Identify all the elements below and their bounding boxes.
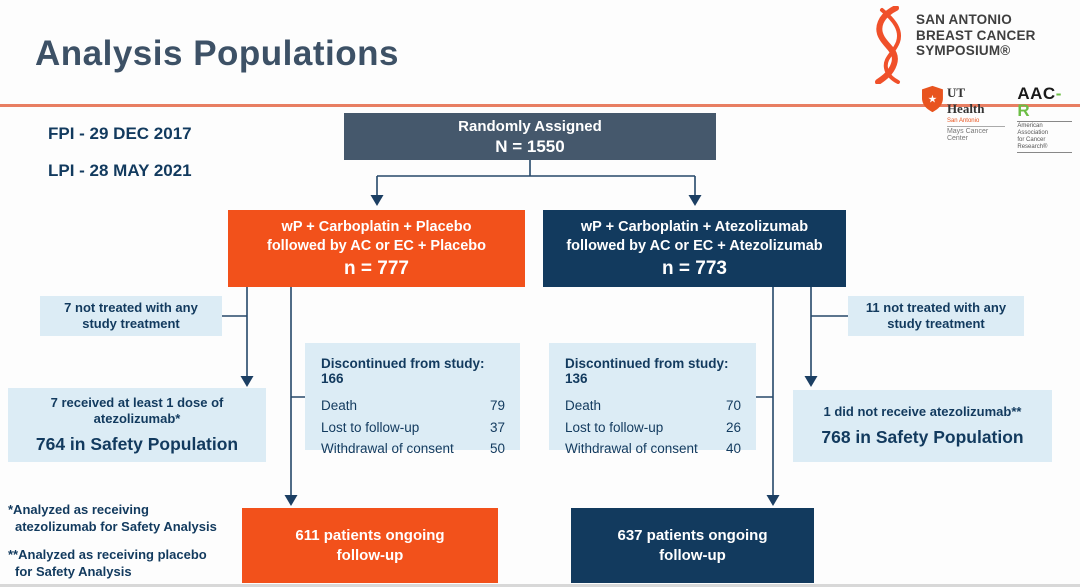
right-discontinued-row-lost: Lost to follow-up 26 <box>565 417 741 439</box>
fpi-date: FPI - 29 DEC 2017 <box>48 124 192 143</box>
sabcs-line2: BREAST CANCER <box>916 27 1036 43</box>
right-safety-line1: 1 did not receive atezolizumab** <box>823 404 1022 419</box>
aacr-logo: AAC-R American Association for Cancer Re… <box>1017 85 1072 153</box>
arm-placebo-line2: followed by AC or EC + Placebo <box>266 237 486 254</box>
aacr-green: -R <box>1017 84 1062 120</box>
right-safety-count: 768 in Safety Population <box>821 427 1024 447</box>
row-value: 79 <box>489 398 505 413</box>
bottom-edge-strip <box>0 584 1080 587</box>
aacr-sub1: American Association <box>1017 123 1049 136</box>
arm-placebo-box: wP + Carboplatin + Placebo followed by A… <box>228 210 525 287</box>
row-label: Lost to follow-up <box>321 419 420 435</box>
ut-health-text: UT Health San Antonio Mays Cancer Center <box>946 85 1006 142</box>
ut-health-city: San Antonio <box>946 118 980 124</box>
right-not-treated-line2: study treatment <box>887 316 985 331</box>
arm-placebo-line1: wP + Carboplatin + Placebo <box>281 218 472 235</box>
left-safety-line1: 7 received at least 1 dose of <box>50 395 224 410</box>
footnotes: *Analyzed as receiving atezolizumab for … <box>8 501 217 587</box>
ut-shield-star: ★ <box>928 94 937 105</box>
left-discontinued-title: Discontinued from study: 166 <box>321 356 485 386</box>
lpi-date: LPI - 28 MAY 2021 <box>48 161 192 180</box>
footnote-2-line2: for Safety Analysis <box>15 564 132 579</box>
row-label: Death <box>321 398 358 413</box>
right-ongoing-line2: follow-up <box>659 546 726 564</box>
footnote-1-line1: *Analyzed as receiving <box>8 502 149 517</box>
footnote-2-line1: **Analyzed as receiving placebo <box>8 547 207 562</box>
left-safety-box: 7 received at least 1 dose of atezolizum… <box>8 388 266 462</box>
aacr-black: AAC <box>1017 84 1056 103</box>
right-discontinued-title: Discontinued from study: 136 <box>565 356 729 386</box>
ut-health-logo: ★ UT Health San Antonio Mays Cancer Cent… <box>922 85 1006 142</box>
page-title: Analysis Populations <box>35 34 399 73</box>
right-safety-box: 1 did not receive atezolizumab** 768 in … <box>793 390 1052 462</box>
left-discontinued-row-death: Death 79 <box>321 395 505 417</box>
left-discontinued-row-lost: Lost to follow-up 37 <box>321 417 505 439</box>
row-value: 26 <box>725 419 741 435</box>
sabcs-wordmark: SAN ANTONIO BREAST CANCER SYMPOSIUM® <box>916 12 1036 59</box>
row-value: 40 <box>725 441 741 456</box>
row-value: 37 <box>489 419 505 435</box>
header-divider <box>0 104 1080 107</box>
footnote-1: *Analyzed as receiving atezolizumab for … <box>8 501 217 535</box>
row-label: Withdrawal of consent <box>321 441 454 456</box>
right-ongoing-box: 637 patients ongoing follow-up <box>571 508 814 583</box>
logo-block: SAN ANTONIO BREAST CANCER SYMPOSIUM® ★ U… <box>872 6 1072 153</box>
footnote-2: **Analyzed as receiving placebo for Safe… <box>8 546 217 580</box>
randomized-n: N = 1550 <box>495 136 565 156</box>
right-discontinued-row-death: Death 70 <box>565 395 741 417</box>
sabcs-line3: SYMPOSIUM® <box>916 43 1011 58</box>
arm-atezolizumab-box: wP + Carboplatin + Atezolizumab followed… <box>543 210 846 287</box>
sabcs-line1: SAN ANTONIO <box>916 12 1012 27</box>
left-not-treated-line2: study treatment <box>82 316 180 331</box>
right-discontinued-row-withdrawal: Withdrawal of consent 40 <box>565 438 741 460</box>
left-discontinued-box: Discontinued from study: 166 Death 79 Lo… <box>305 343 520 456</box>
ut-health-center: Mays Cancer Center <box>946 126 1006 142</box>
right-discontinued-box: Discontinued from study: 136 Death 70 Lo… <box>549 343 756 456</box>
randomized-label: Randomly Assigned <box>458 117 602 135</box>
row-label: Lost to follow-up <box>565 419 664 435</box>
left-ongoing-line2: follow-up <box>336 546 404 564</box>
right-not-treated-box: 11 not treated with any study treatment <box>848 296 1024 336</box>
aacr-sub2: for Cancer Research® <box>1017 137 1048 150</box>
sabcs-ribbon-icon <box>875 6 901 84</box>
arm-atezolizumab-line1: wP + Carboplatin + Atezolizumab <box>580 218 809 235</box>
left-ongoing-box: 611 patients ongoing follow-up <box>242 508 498 583</box>
left-ongoing-line1: 611 patients ongoing <box>295 526 445 544</box>
right-ongoing-line1: 637 patients ongoing <box>617 526 768 544</box>
left-discontinued-row-withdrawal: Withdrawal of consent 50 <box>321 438 505 460</box>
row-value: 50 <box>489 441 505 456</box>
randomized-box: Randomly Assigned N = 1550 <box>344 113 716 160</box>
left-not-treated-box: 7 not treated with any study treatment <box>40 296 222 336</box>
arm-atezolizumab-n: n = 773 <box>662 257 727 279</box>
footnote-1-line2: atezolizumab for Safety Analysis <box>15 519 217 534</box>
left-safety-count: 764 in Safety Population <box>35 434 239 454</box>
left-not-treated-line1: 7 not treated with any <box>64 300 198 315</box>
row-label: Death <box>565 398 602 413</box>
arm-placebo-n: n = 777 <box>344 257 409 279</box>
row-label: Withdrawal of consent <box>565 441 698 456</box>
ut-shield-icon: ★ <box>922 85 943 113</box>
aacr-subtext: American Association for Cancer Research… <box>1017 121 1072 153</box>
left-safety-line2: atezolizumab* <box>93 411 181 426</box>
right-not-treated-line1: 11 not treated with any <box>865 300 1007 315</box>
ut-health-name: UT Health <box>946 85 985 116</box>
partner-logos: ★ UT Health San Antonio Mays Cancer Cent… <box>922 85 1072 153</box>
aacr-wordmark: AAC-R <box>1017 85 1072 119</box>
row-value: 70 <box>725 398 741 413</box>
arm-atezolizumab-line2: followed by AC or EC + Atezolizumab <box>566 237 823 254</box>
sabcs-logo: SAN ANTONIO BREAST CANCER SYMPOSIUM® <box>872 6 1072 84</box>
